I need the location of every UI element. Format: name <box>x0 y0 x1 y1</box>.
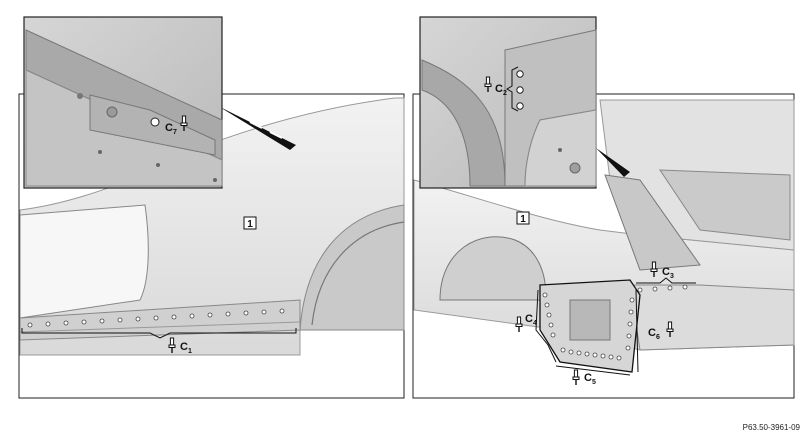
right-panel: C3 C4 C5 C6 1 <box>412 93 795 399</box>
bracket-c3 <box>636 277 696 284</box>
part-number-label: 1 <box>520 214 526 225</box>
callout-c6: C6 <box>648 327 660 341</box>
bracket-c5 <box>555 365 631 376</box>
inset-leader <box>218 106 296 150</box>
callout-c7: C7 <box>165 122 177 136</box>
callout-c5: C5 <box>584 372 596 386</box>
rear-end-panel <box>629 284 795 351</box>
part-number-box <box>243 216 257 230</box>
left-inset: C7 <box>23 16 223 189</box>
callout-c4: C4 <box>525 313 537 327</box>
inset-leader <box>596 148 630 177</box>
weld-spots-c5 <box>542 284 688 361</box>
callout-c3: C3 <box>662 266 674 280</box>
bracket-c6 <box>635 289 639 373</box>
door-opening <box>19 204 149 319</box>
figure-reference: P63.50-3961-09 <box>743 423 801 432</box>
weld-spots-c1 <box>27 308 285 328</box>
weld-spots-c2 <box>516 70 524 110</box>
right-inset: C2 <box>419 16 597 189</box>
callout-c1: C1 <box>180 341 192 355</box>
bracket-c1 <box>21 328 297 339</box>
wheel-arch <box>299 204 405 331</box>
part-number-box <box>516 211 530 225</box>
bracket-c2 <box>506 66 519 112</box>
part-number-label: 1 <box>247 219 253 230</box>
right-wheel-arch <box>439 236 547 301</box>
bracket-c4 <box>535 289 557 363</box>
callout-c2: C2 <box>495 83 507 97</box>
